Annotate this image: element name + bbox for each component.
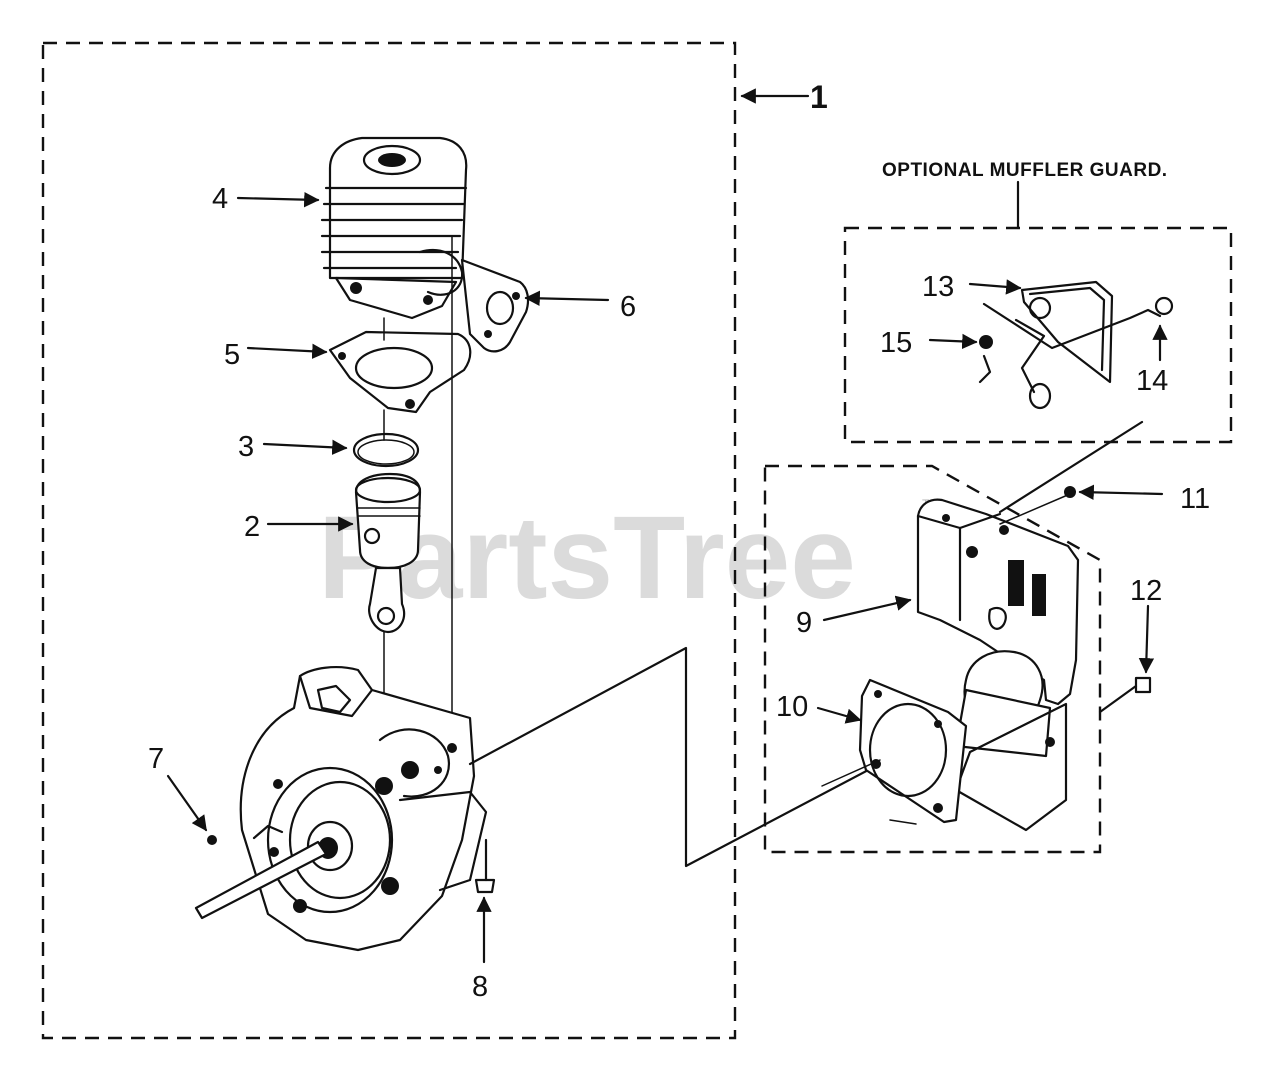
callout-10-arrow [816, 706, 862, 724]
callout-5-arrow [246, 343, 328, 359]
cylinder-part [320, 136, 468, 320]
gasket-10-lower-line [889, 819, 917, 825]
cylinder-gasket-part [328, 330, 472, 414]
callout-11-arrow [1078, 484, 1164, 501]
guard-mount-line [998, 420, 1144, 514]
callout-12-arrow [1138, 604, 1155, 674]
callout-6-arrow [524, 290, 610, 307]
callout-13-arrow [968, 279, 1022, 295]
callout-3-arrow [262, 439, 348, 456]
screw-7-part [207, 835, 217, 845]
piston-ring-part [352, 432, 420, 468]
gasket-10-bolt-line [821, 759, 881, 787]
muffler-box [763, 464, 1102, 854]
callout-4: 4 [212, 183, 228, 215]
crankcase-part [239, 666, 488, 952]
callout-3: 3 [238, 431, 254, 463]
exhaust-gasket-part [460, 258, 530, 353]
crankshaft-part [194, 820, 354, 920]
callout-11: 11 [1180, 483, 1210, 515]
callout-10: 10 [776, 691, 808, 723]
washer-15-part [979, 335, 993, 349]
callout-12: 12 [1130, 575, 1162, 607]
piston-part [354, 472, 422, 634]
muffler-gasket-part [858, 678, 968, 824]
callout-14: 14 [1136, 365, 1168, 397]
callout-15: 15 [880, 327, 912, 359]
callout-6: 6 [620, 291, 636, 323]
engine-assembly-box [41, 41, 737, 1040]
screw-11-mount-line [999, 493, 1071, 525]
callout-2: 2 [244, 511, 260, 543]
callout-4-arrow [236, 191, 320, 208]
muffler-guard-part [978, 280, 1174, 410]
callout-7-arrow [166, 774, 208, 832]
screw-12-part [1098, 676, 1152, 714]
callout-15-arrow [928, 333, 978, 350]
callout-9: 9 [796, 607, 812, 639]
callout-8: 8 [472, 971, 488, 1003]
callout-13: 13 [922, 271, 954, 303]
callout-9-arrow [822, 595, 912, 622]
screw-8-part [474, 838, 496, 894]
callout-1: 1 [810, 79, 828, 115]
muffler-part [916, 498, 1080, 832]
muffler-guard-box [843, 226, 1233, 444]
callout-7: 7 [148, 743, 164, 775]
callout-5: 5 [224, 339, 240, 371]
muffler-guard-title: OPTIONAL MUFFLER GUARD. [882, 160, 1168, 181]
muffler-connection-line [468, 646, 988, 868]
